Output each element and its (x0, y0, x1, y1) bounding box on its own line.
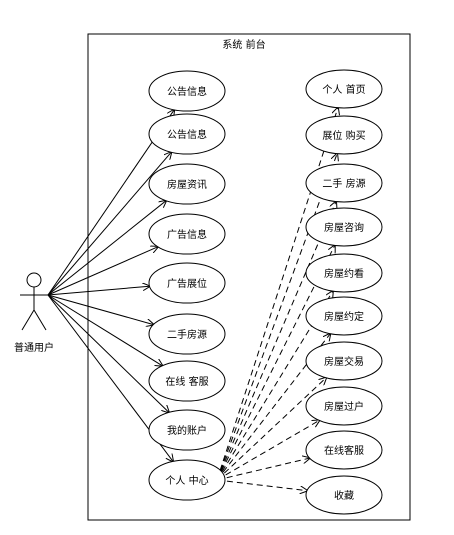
use-case-right: 收藏 (305, 475, 383, 515)
use-case-ellipse (305, 386, 383, 426)
use-case-left: 二手房源 (148, 313, 226, 355)
use-case-label: 在线 客服 (165, 375, 208, 388)
use-case-label: 房屋过户 (324, 400, 364, 413)
use-case-label: 二手房源 (167, 328, 207, 341)
use-case-label: 个人 中心 (165, 474, 208, 487)
include-arrow (216, 458, 310, 481)
use-case-ellipse (305, 430, 383, 470)
include-lines (216, 108, 338, 491)
use-case-ellipse (148, 113, 226, 155)
include-arrow (216, 154, 337, 481)
use-case-ellipse (148, 213, 226, 255)
use-case-right: 房屋交易 (305, 341, 383, 381)
use-case-right: 在线客服 (305, 430, 383, 470)
use-case-ellipse (305, 115, 383, 155)
association-arrow (47, 247, 158, 296)
association-arrow (47, 294, 169, 412)
use-case-left: 公告信息 (148, 70, 226, 112)
use-case-right: 房屋咨询 (305, 207, 383, 247)
actor-figure (20, 272, 48, 331)
use-case-ellipse (305, 253, 383, 293)
use-case-right: 房屋约定 (305, 296, 383, 336)
use-case-label: 房屋约看 (324, 267, 364, 280)
use-case-right: 房屋约看 (305, 253, 383, 293)
use-case-label: 我的账户 (167, 424, 207, 437)
use-case-label: 个人 首页 (322, 83, 365, 96)
include-arrow (216, 202, 336, 481)
use-case-ellipse (148, 163, 226, 205)
use-case-ellipse (148, 459, 226, 501)
association-arrow (47, 152, 171, 296)
system-title: 系统 前台 (222, 38, 265, 51)
use-case-left: 我的账户 (148, 409, 226, 451)
use-case-label: 房屋约定 (324, 310, 364, 323)
include-arrow (216, 245, 335, 481)
use-case-left: 在线 客服 (148, 360, 226, 402)
use-case-label: 房屋咨询 (324, 221, 364, 234)
association-arrow (47, 201, 166, 296)
use-case-ellipse (305, 475, 383, 515)
use-case-right: 个人 首页 (305, 69, 383, 109)
use-case-ellipse (305, 69, 383, 109)
use-case-ellipse (305, 296, 383, 336)
association-arrow (47, 294, 162, 366)
use-case-label: 广告展位 (167, 277, 207, 290)
use-case-right: 展位 购买 (305, 115, 383, 155)
use-case-ellipse (148, 70, 226, 112)
use-case-ellipse (305, 163, 383, 203)
use-case-label: 收藏 (334, 489, 354, 502)
association-arrow (47, 294, 153, 325)
include-arrow (216, 479, 307, 491)
use-case-ellipse (148, 313, 226, 355)
use-case-ellipse (148, 409, 226, 451)
use-case-right: 房屋过户 (305, 386, 383, 426)
use-case-ellipse (305, 341, 383, 381)
use-case-label: 公告信息 (167, 128, 207, 141)
use-case-label: 在线客服 (324, 444, 364, 457)
use-case-right: 二手 房源 (305, 163, 383, 203)
use-case-label: 房屋交易 (324, 355, 364, 368)
use-case-label: 广告信息 (167, 228, 207, 241)
use-case-left: 个人 中心 (148, 459, 226, 501)
include-arrow (216, 108, 338, 481)
use-case-label: 房屋资讯 (167, 178, 207, 191)
use-case-left: 公告信息 (148, 113, 226, 155)
use-case-ellipse (148, 262, 226, 304)
actor-label: 普通用户 (14, 341, 54, 354)
use-case-label: 公告信息 (167, 85, 207, 98)
include-arrow (216, 378, 326, 481)
use-case-label: 二手 房源 (322, 177, 365, 190)
use-case-left: 广告展位 (148, 262, 226, 304)
use-case-label: 展位 购买 (322, 129, 365, 142)
use-case-left: 房屋资讯 (148, 163, 226, 205)
association-arrow (47, 286, 150, 296)
use-case-left: 广告信息 (148, 213, 226, 255)
use-case-ellipse (148, 360, 226, 402)
use-case-ellipse (305, 207, 383, 247)
